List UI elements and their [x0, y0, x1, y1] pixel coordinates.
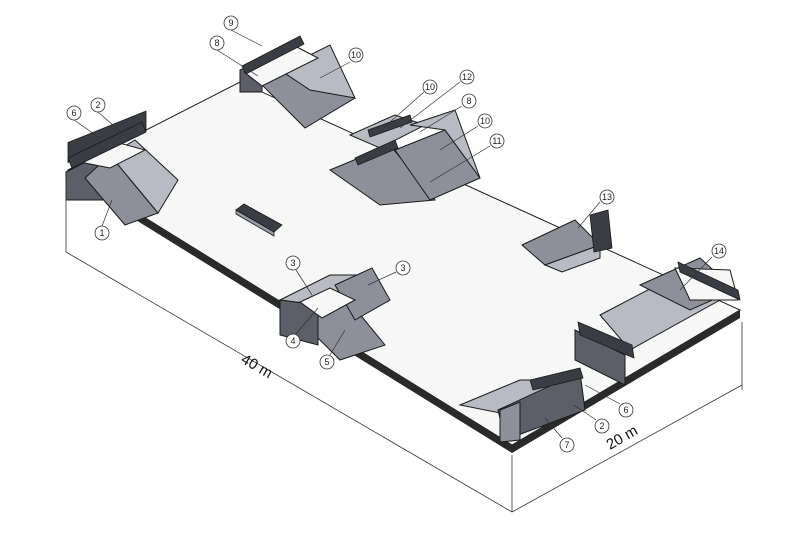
callout-8a: 8 — [209, 35, 259, 77]
callout-leader-line — [367, 271, 397, 286]
callout-leader-line — [319, 61, 351, 79]
callout-label: 9 — [228, 18, 233, 28]
callout-leader-line — [73, 119, 101, 139]
callout-leader-line — [429, 145, 491, 183]
callout-label: 5 — [324, 357, 329, 367]
grind-box — [235, 203, 283, 237]
callout-label: 10 — [425, 82, 435, 92]
callout-label: 4 — [290, 336, 295, 346]
callout-1: 1 — [94, 199, 113, 241]
callout-leader-line — [329, 329, 346, 356]
callout-label: 8 — [466, 96, 471, 106]
callout-circle — [319, 354, 335, 370]
callout-label: 10 — [351, 50, 361, 60]
callout-7: 7 — [544, 417, 575, 453]
callout-leader-line — [577, 201, 601, 229]
callout-leader-line — [295, 269, 313, 296]
callout-leader-line — [573, 404, 597, 421]
length-label: 40 m — [238, 351, 275, 382]
callout-5: 5 — [319, 329, 346, 370]
callout-label: 6 — [623, 405, 628, 415]
callout-circle — [395, 260, 411, 276]
ramp-front-right — [458, 367, 586, 443]
callout-circle — [461, 93, 477, 109]
ramp-front-middle — [278, 267, 391, 361]
callout-6b: 6 — [584, 384, 634, 418]
callout-leader-line — [389, 91, 425, 123]
callout-leader-line — [97, 111, 131, 141]
callout-label: 11 — [492, 136, 501, 146]
callout-label: 3 — [400, 263, 405, 273]
callout-circle — [459, 69, 475, 85]
callout-circle — [477, 113, 493, 129]
callout-leader-line — [216, 49, 259, 77]
callout-leader-line — [419, 105, 463, 133]
callout-label: 2 — [599, 421, 604, 431]
callouts: 1 2 6 9 8 10 10 12 8 10 11 13 14 3 3 4 5… — [66, 15, 727, 453]
callout-label: 8 — [214, 38, 219, 48]
callout-3b: 3 — [367, 260, 411, 286]
callout-leader-line — [584, 384, 621, 405]
callout-leader-line — [399, 81, 461, 129]
callout-9: 9 — [223, 15, 263, 47]
callout-circle — [599, 189, 615, 205]
callout-label: 3 — [290, 258, 295, 268]
callout-14: 14 — [679, 243, 727, 291]
slab-right-edge — [512, 310, 740, 453]
callout-label: 7 — [564, 440, 569, 450]
callout-13: 13 — [577, 189, 615, 229]
callout-leader-line — [544, 417, 563, 439]
callout-10c: 10 — [439, 113, 493, 151]
callout-circle — [618, 402, 634, 418]
callout-circle — [94, 225, 110, 241]
callout-10b: 10 — [389, 79, 438, 123]
callout-12: 12 — [399, 69, 475, 129]
callout-label: 10 — [480, 116, 490, 126]
callout-circle — [90, 97, 106, 113]
callout-label: 1 — [99, 228, 104, 238]
callout-2b: 2 — [573, 404, 610, 434]
callout-leader-line — [295, 307, 319, 335]
callout-circle — [285, 333, 301, 349]
callout-circle — [223, 15, 239, 31]
callout-circle — [209, 35, 225, 51]
callout-3a: 3 — [285, 255, 313, 296]
callout-circle — [489, 133, 505, 149]
callout-circle — [594, 418, 610, 434]
callout-circle — [66, 105, 82, 121]
callout-circle — [711, 243, 727, 259]
callout-label: 12 — [462, 72, 472, 82]
callout-label: 6 — [71, 108, 76, 118]
callout-6a: 6 — [66, 105, 101, 139]
callout-8b: 8 — [419, 93, 477, 133]
callout-label: 2 — [95, 100, 100, 110]
callout-circle — [348, 47, 364, 63]
callout-leader-line — [101, 199, 113, 227]
callout-circle — [285, 255, 301, 271]
ramp-left-end — [65, 110, 179, 226]
callout-2a: 2 — [90, 97, 131, 141]
callout-circle — [422, 79, 438, 95]
callout-leader-line — [439, 125, 479, 151]
callout-leader-line — [679, 256, 713, 291]
callout-leader-line — [230, 29, 263, 47]
ramp-top-back — [239, 35, 356, 129]
ramp-right-end — [574, 257, 741, 386]
callout-11: 11 — [429, 133, 505, 183]
callout-label: 14 — [714, 246, 724, 256]
callout-10a: 10 — [319, 47, 364, 79]
ramp-launch-right — [521, 209, 613, 273]
callout-circle — [559, 437, 575, 453]
callout-4: 4 — [285, 307, 319, 349]
callout-label: 13 — [602, 192, 612, 202]
